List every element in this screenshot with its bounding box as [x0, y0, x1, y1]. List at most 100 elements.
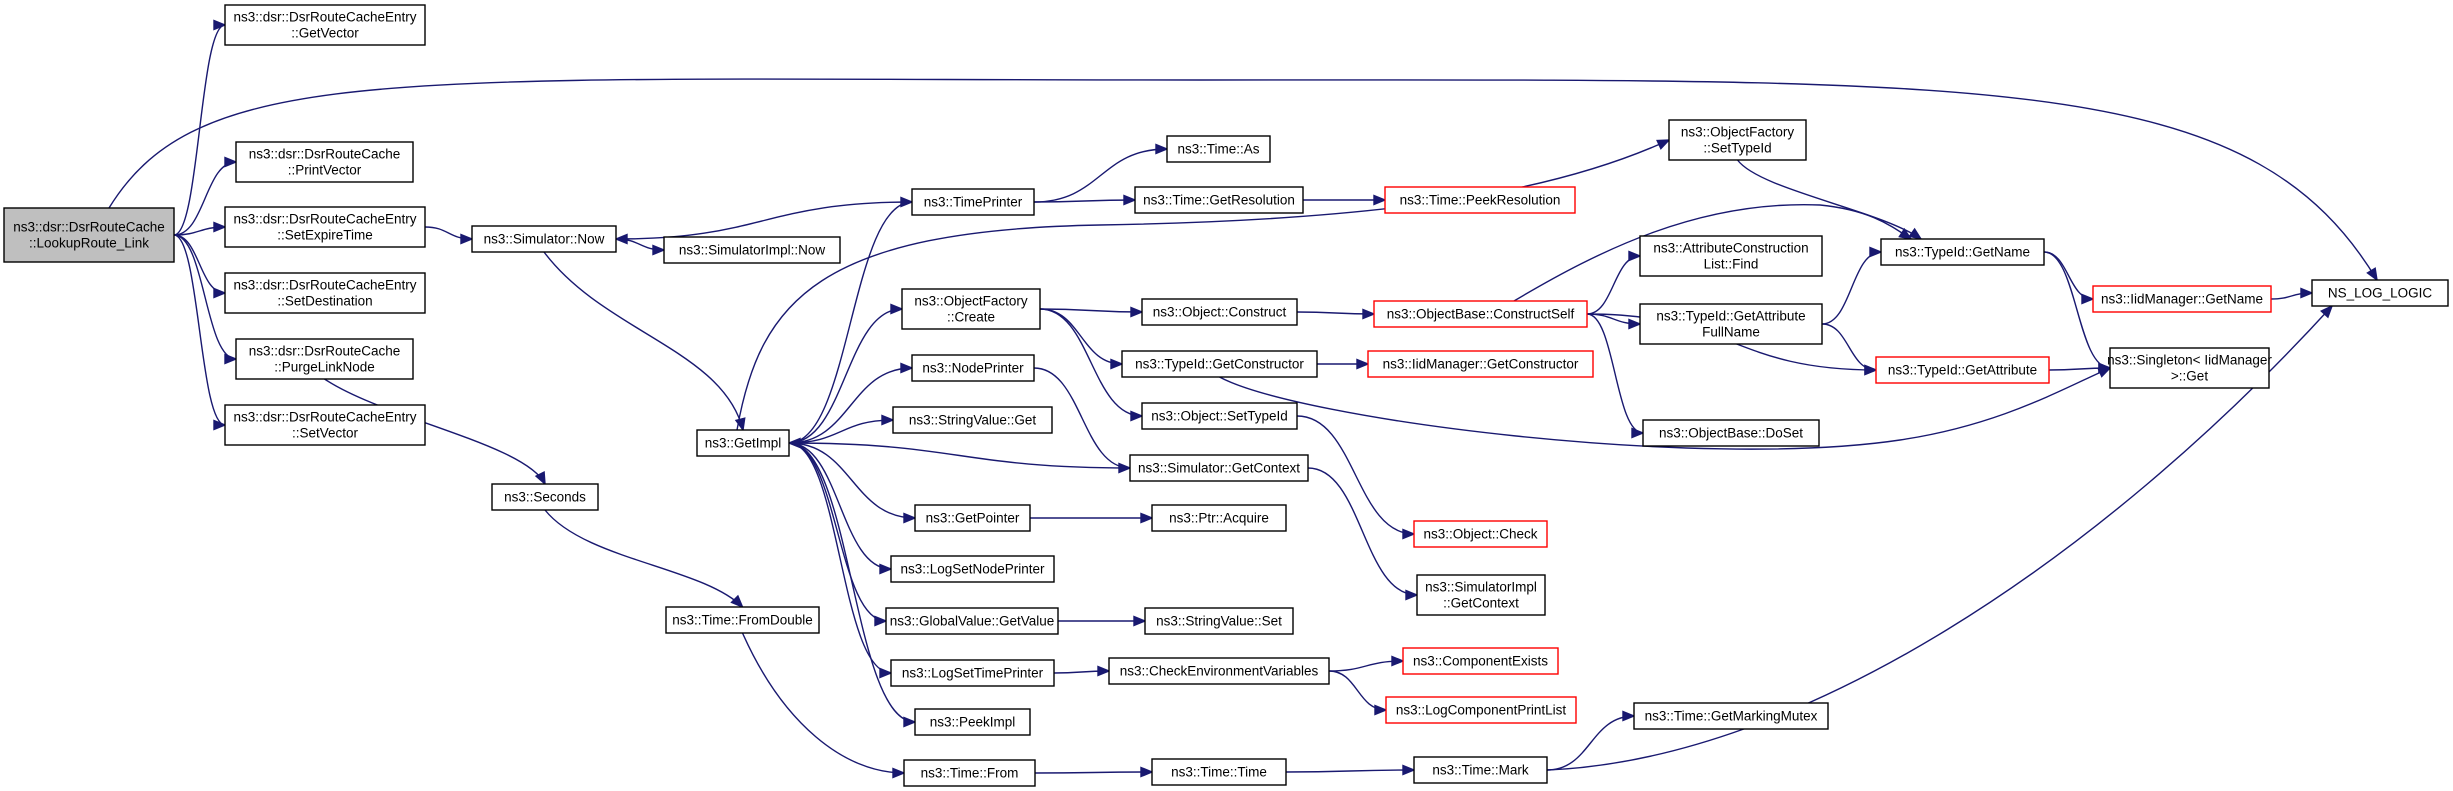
node-stringvalue-set[interactable]: ns3::StringValue::Set — [1144, 607, 1294, 635]
call-graph-nodes: ns3::dsr::DsrRouteCache::LookupRoute_Lin… — [3, 4, 2449, 787]
node-componentexists[interactable]: ns3::ComponentExists — [1402, 647, 1559, 675]
node-seconds[interactable]: ns3::Seconds — [491, 483, 599, 511]
edge-of-settypeid-to-typeid-getname — [1736, 159, 1923, 241]
node-box — [1875, 356, 2050, 384]
node-time-getmarkingmutex[interactable]: ns3::Time::GetMarkingMutex — [1633, 702, 1829, 730]
edge-line — [544, 509, 743, 608]
edge-sim-getcontext-to-simimpl-getcontext — [1307, 467, 1419, 601]
node-box — [235, 338, 414, 380]
arrowhead — [1140, 766, 1154, 778]
node-timeprinter[interactable]: ns3::TimePrinter — [911, 188, 1035, 216]
node-box — [914, 708, 1031, 736]
node-box — [1373, 300, 1588, 328]
node-label: ns3::AttributeConstruction — [1653, 241, 1808, 256]
node-ob-constructself[interactable]: ns3::ObjectBase::ConstructSelf — [1373, 300, 1588, 328]
node-typeid-getattribute[interactable]: ns3::TypeId::GetAttribute — [1875, 356, 2050, 384]
node-box — [1367, 350, 1594, 378]
node-sim-getcontext[interactable]: ns3::Simulator::GetContext — [1129, 454, 1309, 482]
node-box — [911, 354, 1035, 382]
node-box — [2092, 285, 2272, 313]
node-time-peekresolution[interactable]: ns3::Time::PeekResolution — [1384, 186, 1576, 214]
node-ptr-acquire[interactable]: ns3::Ptr::Acquire — [1151, 504, 1287, 532]
node-rce-setexpiretime[interactable]: ns3::dsr::DsrRouteCacheEntry::SetExpireT… — [224, 206, 426, 248]
node-label: ns3::SimulatorImpl::Now — [679, 243, 826, 258]
node-rc-printvector[interactable]: ns3::dsr::DsrRouteCache::PrintVector — [235, 141, 414, 183]
edge-line — [1821, 251, 1882, 325]
node-box — [1151, 504, 1287, 532]
edge-object-construct-to-ob-constructself — [1296, 308, 1376, 320]
node-of-create[interactable]: ns3::ObjectFactory::Create — [901, 288, 1041, 330]
arrowhead — [892, 767, 906, 779]
node-object-construct[interactable]: ns3::Object::Construct — [1141, 298, 1298, 326]
node-nodeprinter[interactable]: ns3::NodePrinter — [911, 354, 1035, 382]
node-time-mark[interactable]: ns3::Time::Mark — [1413, 756, 1548, 784]
node-label: FullName — [1702, 325, 1760, 340]
node-ns-log-logic[interactable]: NS_LOG_LOGIC — [2311, 279, 2449, 307]
node-box — [890, 659, 1055, 687]
edge-typeid-getconstructor-to-iid-getconstructor — [1317, 358, 1370, 370]
node-label: ns3::TypeId::GetConstructor — [1135, 357, 1304, 372]
node-rce-getvector[interactable]: ns3::dsr::DsrRouteCacheEntry::GetVector — [224, 4, 426, 46]
node-root[interactable]: ns3::dsr::DsrRouteCache::LookupRoute_Lin… — [3, 207, 175, 263]
edge-line — [1307, 467, 1418, 596]
node-iid-getconstructor[interactable]: ns3::IidManager::GetConstructor — [1367, 350, 1594, 378]
edge-line — [1736, 159, 1922, 240]
node-peekimpl[interactable]: ns3::PeekImpl — [914, 708, 1031, 736]
node-singleton-get[interactable]: ns3::Singleton< IidManager >::Get — [2107, 347, 2272, 389]
node-label: ns3::dsr::DsrRouteCacheEntry — [233, 410, 416, 425]
node-box — [224, 272, 426, 314]
node-time-time[interactable]: ns3::Time::Time — [1151, 758, 1287, 786]
node-label: ns3::Time::PeekResolution — [1400, 193, 1561, 208]
node-gv-getvalue[interactable]: ns3::GlobalValue::GetValue — [885, 607, 1059, 635]
node-typeid-getname[interactable]: ns3::TypeId::GetName — [1880, 238, 2045, 266]
node-time-getresolution[interactable]: ns3::Time::GetResolution — [1134, 186, 1304, 214]
node-box — [224, 404, 426, 446]
node-logsettimeprinter[interactable]: ns3::LogSetTimePrinter — [890, 659, 1055, 687]
node-object-check[interactable]: ns3::Object::Check — [1413, 520, 1548, 548]
edge-time-mark-to-time-getmarkingmutex — [1546, 710, 1636, 771]
node-typeid-getconstructor[interactable]: ns3::TypeId::GetConstructor — [1121, 350, 1318, 378]
edge-of-create-to-typeid-getconstructor — [1039, 308, 1124, 370]
node-rce-setvector[interactable]: ns3::dsr::DsrRouteCacheEntry::SetVector — [224, 404, 426, 446]
node-logcomponentprintlist[interactable]: ns3::LogComponentPrintList — [1385, 696, 1577, 724]
edge-typeid-getname-to-iid-getname — [2043, 251, 2095, 305]
node-logsetnodeprinter[interactable]: ns3::LogSetNodePrinter — [890, 555, 1055, 583]
arrowhead — [1908, 227, 1923, 241]
node-label: ns3::ObjectBase::DoSet — [1659, 426, 1803, 441]
edge-typeid-getattribute-to-singleton-get — [2048, 362, 2112, 374]
node-box — [1151, 758, 1287, 786]
node-object-settypeid[interactable]: ns3::Object::SetTypeId — [1141, 402, 1298, 430]
node-rc-purgelinknode[interactable]: ns3::dsr::DsrRouteCache::PurgeLinkNode — [235, 338, 414, 380]
node-ob-doset[interactable]: ns3::ObjectBase::DoSet — [1642, 419, 1820, 447]
node-box — [696, 429, 790, 457]
node-of-settypeid[interactable]: ns3::ObjectFactory::SetTypeId — [1668, 119, 1807, 161]
node-label: >::Get — [2171, 369, 2208, 384]
node-rce-setdestination[interactable]: ns3::dsr::DsrRouteCacheEntry::SetDestina… — [224, 272, 426, 314]
node-simimpl-getcontext[interactable]: ns3::SimulatorImpl::GetContext — [1416, 574, 1546, 616]
edge-line — [108, 78, 2378, 281]
edge-object-settypeid-to-object-check — [1296, 415, 1416, 540]
arrowhead — [879, 667, 893, 679]
node-stringvalue-get[interactable]: ns3::StringValue::Get — [892, 406, 1053, 434]
node-checkenv[interactable]: ns3::CheckEnvironmentVariables — [1108, 657, 1330, 685]
node-getimpl[interactable]: ns3::GetImpl — [696, 429, 790, 457]
node-iid-getname[interactable]: ns3::IidManager::GetName — [2092, 285, 2272, 313]
node-time-from[interactable]: ns3::Time::From — [903, 759, 1036, 787]
edge-line — [1296, 415, 1415, 535]
edge-line — [615, 201, 913, 240]
arrowhead — [1356, 358, 1370, 370]
node-box — [1633, 702, 1829, 730]
node-simimpl-now[interactable]: ns3::SimulatorImpl::Now — [663, 236, 841, 264]
arrowhead — [652, 244, 666, 256]
node-sim-now[interactable]: ns3::Simulator::Now — [471, 225, 617, 253]
node-box — [1108, 657, 1330, 685]
node-getpointer[interactable]: ns3::GetPointer — [914, 504, 1031, 532]
node-time-as[interactable]: ns3::Time::As — [1166, 135, 1271, 163]
node-time-fromdouble[interactable]: ns3::Time::FromDouble — [665, 606, 820, 634]
arrowhead — [534, 471, 546, 486]
node-label: ::PurgeLinkNode — [274, 360, 375, 375]
edge-line — [1039, 308, 1143, 417]
edge-line — [1821, 323, 1877, 371]
